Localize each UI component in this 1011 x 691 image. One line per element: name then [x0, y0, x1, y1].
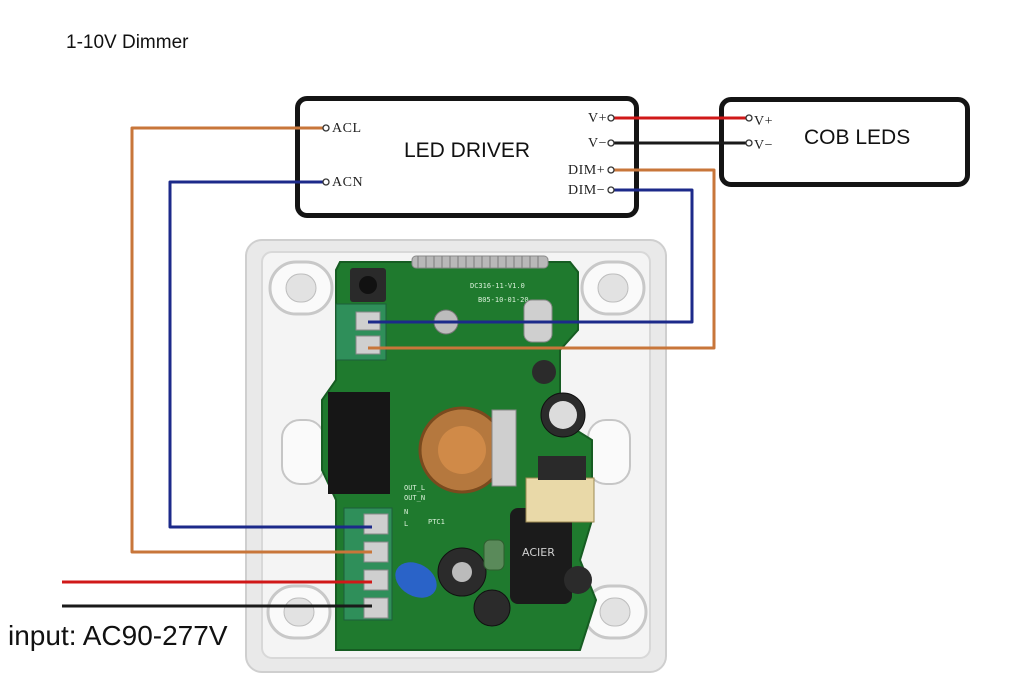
led-driver-label: LED DRIVER — [404, 139, 531, 162]
pcb-l-label: L — [404, 520, 408, 528]
input-voltage-label: input: AC90-277V — [8, 620, 228, 651]
svg-text:ACIER: ACIER — [522, 546, 555, 559]
dimminus-dot — [607, 186, 615, 194]
pcb-n-label: N — [404, 508, 408, 516]
acl-terminal-dot — [322, 124, 330, 132]
dimmer-pcb: DC316-11-V1.0 B05-10-01-20 ACIER OUT_L O… — [321, 255, 598, 651]
pcb-out-n-label: OUT_N — [404, 494, 425, 502]
wire-acl-orange — [130, 126, 372, 554]
pcb-out-l-label: OUT_L — [404, 484, 425, 492]
wire-dimplus-orange — [368, 168, 716, 350]
led-driver-box: LED DRIVER ACL ACN V+ V− DIM+ DIM− — [295, 96, 639, 218]
cob-vminus-dot — [745, 139, 753, 147]
diagram-title: 1-10V Dimmer — [66, 32, 189, 53]
cob-vminus-label: V− — [754, 138, 774, 153]
cob-vplus-dot — [745, 114, 753, 122]
cob-vplus-label: V+ — [754, 114, 774, 129]
pcb-ptc-label: PTC1 — [428, 518, 445, 526]
wire-dimminus-blue — [368, 188, 694, 324]
acn-terminal-dot — [322, 178, 330, 186]
dimminus-label: DIM− — [568, 183, 606, 198]
pcb-silkscreen-1: DC316-11-V1.0 — [470, 282, 525, 290]
driver-vplus-label: V+ — [588, 111, 608, 126]
driver-vplus-dot — [607, 114, 615, 122]
acn-terminal-label: ACN — [332, 175, 364, 190]
dimplus-dot — [607, 166, 615, 174]
pcb-silkscreen-2: B05-10-01-20 — [478, 296, 529, 304]
driver-vminus-label: V− — [588, 136, 608, 151]
wire-acn-blue — [168, 180, 372, 529]
acl-terminal-label: ACL — [332, 121, 362, 136]
dimplus-label: DIM+ — [568, 163, 606, 178]
driver-vminus-dot — [607, 139, 615, 147]
cob-leds-label: COB LEDS — [804, 126, 911, 149]
